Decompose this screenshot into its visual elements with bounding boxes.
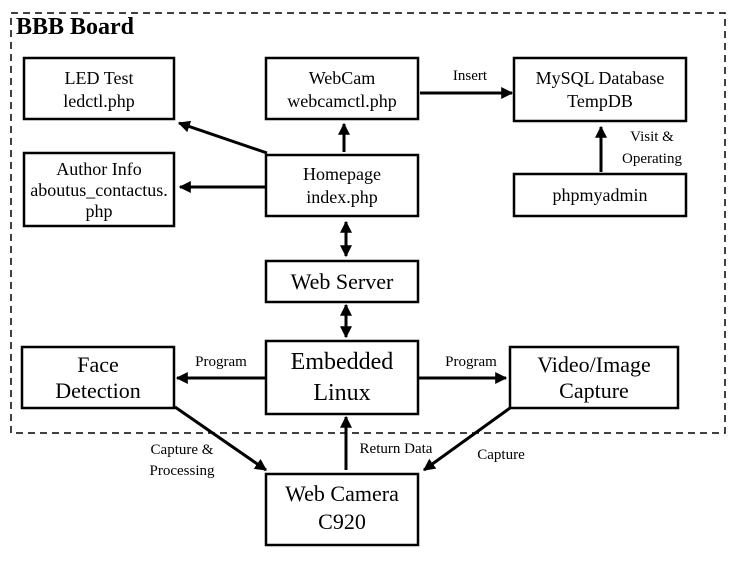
node-webcam-php-line-1: WebCam [309, 68, 376, 88]
node-author-info-line-1: Author Info [56, 159, 141, 179]
arrow-video-to-camera [423, 406, 511, 472]
node-mysql-database: MySQL Database TempDB [512, 56, 688, 123]
node-web-camera-line-2: C920 [318, 509, 366, 534]
node-web-camera-box [264, 472, 420, 547]
node-led-test-box [22, 56, 176, 121]
node-phpmyadmin: phpmyadmin [512, 172, 688, 218]
node-web-server-box [264, 259, 420, 304]
node-led-test-line-1: LED Test [65, 68, 134, 88]
arrow-homepage-to-led [177, 120, 268, 155]
node-face-detection: Face Detection [20, 345, 176, 410]
node-web-camera-line-1: Web Camera [285, 481, 399, 506]
node-mysql-database-line-2: TempDB [567, 91, 633, 111]
edge-labels: Insert Visit & Operating Program Program… [150, 68, 683, 479]
edge-label-program-right: Program [445, 354, 497, 370]
node-mysql-database-line-1: MySQL Database [536, 68, 665, 88]
node-embedded-linux-line-1: Embedded [291, 349, 394, 375]
edge-label-visit-line-2: Operating [622, 151, 682, 167]
node-homepage: Homepage index.php [264, 153, 420, 218]
board-title: BBB Board [16, 14, 135, 40]
node-face-detection-line-2: Detection [55, 378, 141, 403]
node-embedded-linux-line-2: Linux [313, 380, 370, 406]
node-webcam-php: WebCam webcamctl.php [264, 56, 420, 121]
node-phpmyadmin-box [512, 172, 688, 218]
edge-label-program-left: Program [195, 354, 247, 370]
node-face-detection-line-1: Face [77, 352, 119, 377]
node-homepage-line-1: Homepage [303, 164, 381, 184]
edge-label-capture: Capture [477, 447, 525, 463]
node-author-info-line-2: aboutus_contactus. [30, 180, 167, 200]
arrow-face-to-camera [174, 405, 267, 472]
node-video-image-capture-line-2: Capture [559, 378, 629, 403]
node-author-info: Author Info aboutus_contactus. php [22, 151, 176, 228]
node-mysql-database-box [512, 56, 688, 123]
board-boundary [10, 12, 726, 434]
node-homepage-line-2: index.php [306, 187, 378, 207]
node-embedded-linux: Embedded Linux [264, 339, 420, 416]
node-video-image-capture-box [508, 345, 680, 410]
edge-label-insert: Insert [453, 68, 488, 84]
node-video-image-capture-line-1: Video/Image [537, 352, 651, 377]
node-web-camera: Web Camera C920 [264, 472, 420, 547]
edge-label-capture-processing-line-2: Processing [150, 463, 215, 479]
node-face-detection-box [20, 345, 176, 410]
node-webcam-php-box [264, 56, 420, 121]
node-video-image-capture: Video/Image Capture [508, 345, 680, 410]
node-homepage-box [264, 153, 420, 218]
node-embedded-linux-box [264, 339, 420, 416]
node-web-server: Web Server [264, 259, 420, 304]
node-webcam-php-line-2: webcamctl.php [287, 91, 396, 111]
node-author-info-box [22, 151, 176, 228]
node-web-server-line-1: Web Server [291, 269, 394, 294]
node-led-test-line-2: ledctl.php [63, 91, 134, 111]
edge-label-capture-processing-line-1: Capture & [151, 442, 214, 458]
connectors [174, 87, 607, 472]
node-led-test: LED Test ledctl.php [22, 56, 176, 121]
edge-label-visit-line-1: Visit & [630, 129, 674, 145]
node-phpmyadmin-line-1: phpmyadmin [553, 185, 648, 205]
edge-label-return-data: Return Data [360, 441, 433, 457]
node-author-info-line-3: php [86, 201, 113, 221]
